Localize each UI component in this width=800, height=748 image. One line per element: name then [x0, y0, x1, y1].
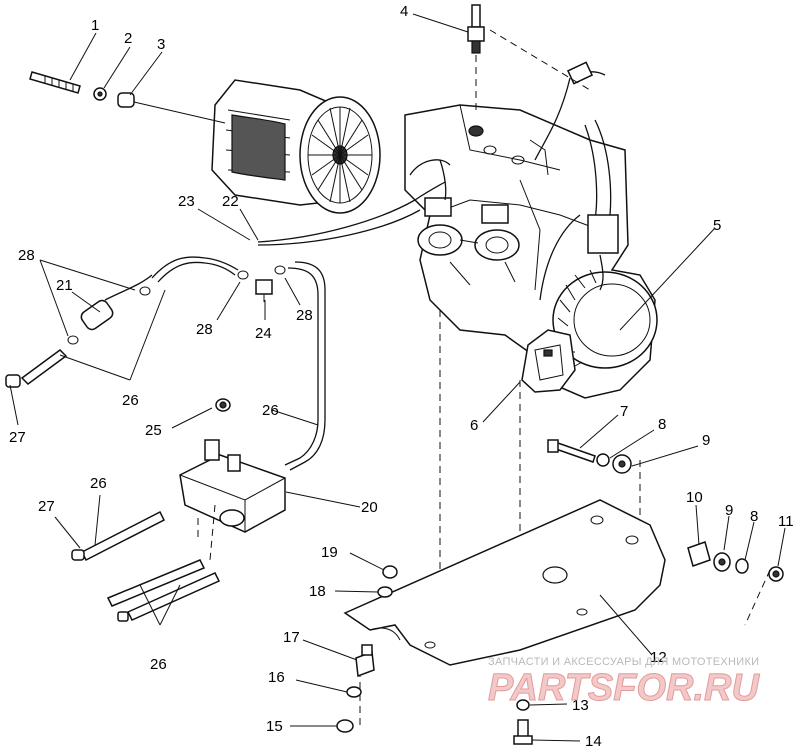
callout-17: 17: [283, 629, 300, 646]
callout-8-lower: 8: [750, 508, 758, 525]
callout-27-lower: 27: [38, 498, 55, 515]
callout-5: 5: [713, 217, 721, 234]
callout-27-upper: 27: [9, 429, 26, 446]
clutch-bolt-assembly: [29, 71, 226, 124]
recoil-starter-housing: [552, 269, 658, 369]
callout-9-upper: 9: [702, 432, 710, 449]
callout-11: 11: [778, 513, 794, 530]
callout-labels: 1 2 3 4 5 6 7 8 9 10 9 8 11 12 13 14 15 …: [9, 3, 794, 748]
callout-6: 6: [470, 417, 478, 434]
callout-26-hose: 26: [262, 402, 279, 419]
mount-hardware-right: [687, 541, 784, 582]
callout-22: 22: [222, 193, 239, 210]
lower-fuel-hoses: [71, 504, 221, 622]
callout-9-lower: 9: [725, 502, 733, 519]
callout-24: 24: [255, 325, 272, 342]
callout-4: 4: [400, 3, 408, 20]
callout-23: 23: [178, 193, 195, 210]
callout-26-pump: 26: [90, 475, 107, 492]
callout-26-left: 26: [122, 392, 139, 409]
callout-21: 21: [56, 277, 73, 294]
callout-28-middle: 28: [196, 321, 213, 338]
engine-mount-plate: [343, 499, 666, 666]
engine-wiring: [534, 61, 619, 301]
callout-26-bottom: 26: [150, 656, 167, 673]
leader-lines: [9, 13, 786, 742]
callout-15: 15: [266, 718, 283, 735]
mount-bolt-upper: [547, 439, 632, 474]
callout-20: 20: [361, 499, 378, 516]
callout-8-upper: 8: [658, 416, 666, 433]
spark-plug: [467, 4, 485, 110]
watermark: ЗАПЧАСТИ И АКСЕССУАРЫ ДЛЯ МОТОТЕХНИКИ PA…: [488, 656, 761, 710]
throttle-cable: [257, 159, 451, 246]
callout-13: 13: [572, 697, 589, 714]
callout-12: 12: [650, 649, 667, 666]
callout-28-right: 28: [296, 307, 313, 324]
callout-19: 19: [321, 544, 338, 561]
watermark-brand: PARTSFOR.RU: [488, 667, 760, 709]
callout-14: 14: [585, 733, 602, 748]
fuel-filter-assembly: [5, 256, 239, 388]
callout-16: 16: [268, 669, 285, 686]
callout-28-left: 28: [18, 247, 35, 264]
callout-18: 18: [309, 583, 326, 600]
callout-10: 10: [686, 489, 703, 506]
watermark-tagline: ЗАПЧАСТИ И АКСЕССУАРЫ ДЛЯ МОТОТЕХНИКИ: [488, 656, 759, 668]
lower-mount-hardware: [336, 565, 533, 745]
carburetors: [417, 197, 520, 286]
fuel-pump-hoses: [237, 261, 326, 471]
primary-clutch: [211, 79, 381, 214]
fuel-pump: [179, 398, 286, 533]
callout-2: 2: [124, 30, 132, 47]
callout-7: 7: [620, 403, 628, 420]
callout-25: 25: [145, 422, 162, 439]
callout-3: 3: [157, 36, 165, 53]
starter-handle: [521, 329, 576, 393]
callout-1: 1: [91, 17, 99, 34]
